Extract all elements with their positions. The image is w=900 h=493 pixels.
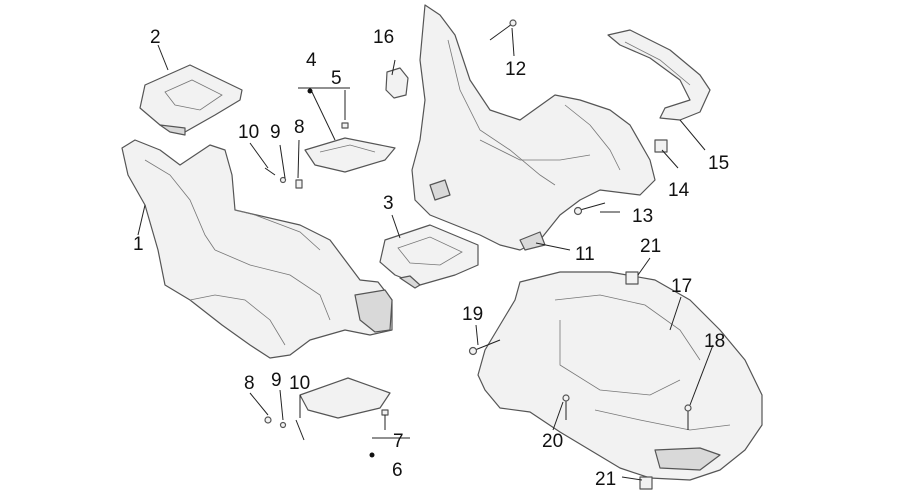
callout-11: 11 (575, 244, 595, 265)
callout-19: 19 (462, 304, 483, 325)
callout-9-lower: 9 (271, 370, 282, 391)
callout-8-lower: 8 (244, 373, 255, 394)
callout-10-lower: 10 (289, 373, 310, 394)
callout-6: 6 (392, 460, 403, 481)
hardware (264, 19, 692, 490)
callout-10-upper: 10 (238, 122, 259, 143)
callout-18: 18 (704, 331, 725, 352)
callout-2: 2 (150, 27, 161, 48)
callout-labels: 1 2 3 4 5 6 7 8 8 9 9 10 10 11 12 13 14 … (133, 27, 729, 490)
callout-16: 16 (373, 27, 394, 48)
callout-1: 1 (133, 234, 144, 255)
callout-13: 13 (632, 206, 653, 227)
callout-3: 3 (383, 193, 394, 214)
part-15-trim-panel (607, 29, 711, 121)
callout-21-lower: 21 (595, 469, 616, 490)
callout-17: 17 (671, 276, 692, 297)
part-11-rear-shield (411, 4, 656, 251)
callout-20: 20 (542, 431, 563, 452)
callout-12: 12 (505, 59, 526, 80)
part-4-cover-plate (304, 137, 396, 173)
part-6-cover-plate (299, 377, 391, 419)
part-3-tray (379, 224, 479, 289)
part-2-tray (139, 64, 243, 136)
part-17-dash-panel (477, 271, 763, 481)
callout-8-upper: 8 (294, 117, 305, 138)
callout-5: 5 (331, 68, 342, 89)
part-1-front-shield (121, 139, 393, 359)
part-16-clip (385, 67, 409, 99)
callout-21-upper: 21 (640, 236, 661, 257)
callout-7: 7 (393, 431, 404, 452)
callout-9-upper: 9 (270, 122, 281, 143)
callout-15: 15 (708, 153, 729, 174)
callout-14: 14 (668, 180, 690, 201)
leader-lines (137, 27, 714, 481)
callout-4: 4 (306, 50, 317, 71)
